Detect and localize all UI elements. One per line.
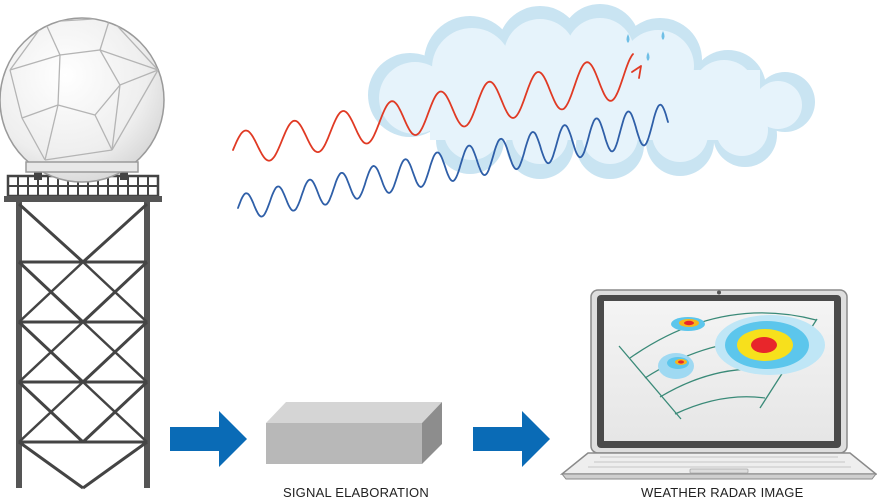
cloud-icon — [368, 4, 815, 179]
radar-image-display — [618, 312, 825, 420]
laptop-icon — [559, 289, 877, 480]
radar-dome-icon — [0, 17, 165, 183]
emitted-wave-icon — [232, 53, 634, 162]
radar-storm-cell — [658, 353, 694, 379]
right-arrow-icon — [473, 411, 550, 467]
weather-radar-image-label: WEATHER RADAR IMAGE — [641, 485, 804, 500]
keyboard-icon — [588, 456, 851, 468]
lattice-tower-icon — [4, 166, 162, 490]
right-arrow-icon — [170, 411, 247, 467]
processor-box-icon — [266, 402, 442, 464]
radar-storm-cell — [671, 317, 705, 331]
reflected-wave-icon — [237, 103, 669, 218]
signal-elaboration-label: SIGNAL ELABORATION — [283, 485, 429, 500]
radar-storm-cell — [715, 315, 825, 375]
emitted-wave-arrowhead — [631, 65, 642, 79]
